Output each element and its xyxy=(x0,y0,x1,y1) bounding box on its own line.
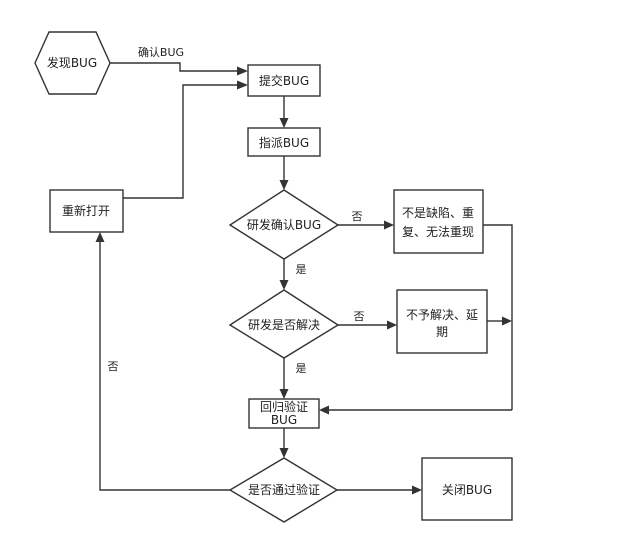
arrowhead xyxy=(279,389,289,399)
not-defect-box xyxy=(393,189,484,254)
close-box xyxy=(421,457,513,521)
reopen-box xyxy=(49,189,124,233)
not-defect-label-1: 不是缺陷、重 xyxy=(402,205,474,220)
node-no-resolve: 不予解决、延 期 xyxy=(396,289,488,354)
submit-box xyxy=(247,64,321,97)
regress-label-1: 回归验证 xyxy=(260,399,308,414)
resolve-diamond xyxy=(228,289,340,359)
arrowhead xyxy=(237,80,248,90)
arrowhead xyxy=(384,220,394,230)
arrowhead xyxy=(319,405,329,415)
verify-label: 是否通过验证 xyxy=(248,482,320,497)
arrowhead xyxy=(387,320,397,330)
edge-label-verify-no: 否 xyxy=(108,360,119,373)
dev-confirm-label: 研发确认BUG xyxy=(247,217,321,232)
no-resolve-label-1: 不予解决、延 xyxy=(406,308,478,322)
node-not-defect: 不是缺陷、重 复、无法重现 xyxy=(393,189,484,254)
edge-notdefect-rail xyxy=(483,224,513,410)
no-resolve-box xyxy=(396,289,488,354)
find-hexagon xyxy=(34,31,111,95)
arrowhead xyxy=(279,180,289,190)
node-resolve-q: 研发是否解决 xyxy=(228,289,340,359)
edge-labels: 确认BUG 否 是 否 是 否 xyxy=(108,46,365,375)
resolve-label: 研发是否解决 xyxy=(248,317,320,332)
arrowhead xyxy=(279,118,289,128)
node-assign: 指派BUG xyxy=(247,127,321,157)
node-dev-confirm: 研发确认BUG xyxy=(228,189,340,260)
arrowhead xyxy=(237,66,248,76)
node-verify-q: 是否通过验证 xyxy=(228,457,339,523)
edge-label-resolve-yes: 是 xyxy=(296,362,307,375)
regress-label-2: BUG xyxy=(271,413,297,427)
edge-label-dev-no: 否 xyxy=(352,210,363,223)
edge-find-submit xyxy=(110,62,237,72)
find-label: 发现BUG xyxy=(47,55,97,70)
arrowhead xyxy=(95,232,105,242)
node-submit: 提交BUG xyxy=(247,64,321,97)
arrowhead xyxy=(279,280,289,290)
node-reopen: 重新打开 xyxy=(49,189,124,233)
edge-label-confirm-bug: 确认BUG xyxy=(138,46,184,59)
regress-box xyxy=(248,398,320,429)
node-close: 关闭BUG xyxy=(421,457,513,521)
node-regress: 回归验证 BUG xyxy=(248,398,320,429)
verify-diamond xyxy=(228,457,339,523)
edge-label-resolve-no: 否 xyxy=(354,310,365,323)
arrowhead xyxy=(412,485,422,495)
assign-label: 指派BUG xyxy=(259,135,309,150)
arrowhead xyxy=(279,448,289,458)
close-label: 关闭BUG xyxy=(442,483,492,497)
edge-verify-reopen xyxy=(99,242,230,491)
arrowhead xyxy=(502,316,512,326)
edges xyxy=(95,62,513,495)
submit-label: 提交BUG xyxy=(259,73,309,88)
node-find: 发现BUG xyxy=(34,31,111,95)
no-resolve-label-2: 期 xyxy=(436,325,448,339)
assign-box xyxy=(247,127,321,157)
edge-label-dev-yes: 是 xyxy=(296,263,307,276)
reopen-label: 重新打开 xyxy=(62,203,110,218)
dev-confirm-diamond xyxy=(228,189,340,260)
edge-reopen-submit xyxy=(123,84,237,199)
not-defect-label-2: 复、无法重现 xyxy=(402,225,474,239)
